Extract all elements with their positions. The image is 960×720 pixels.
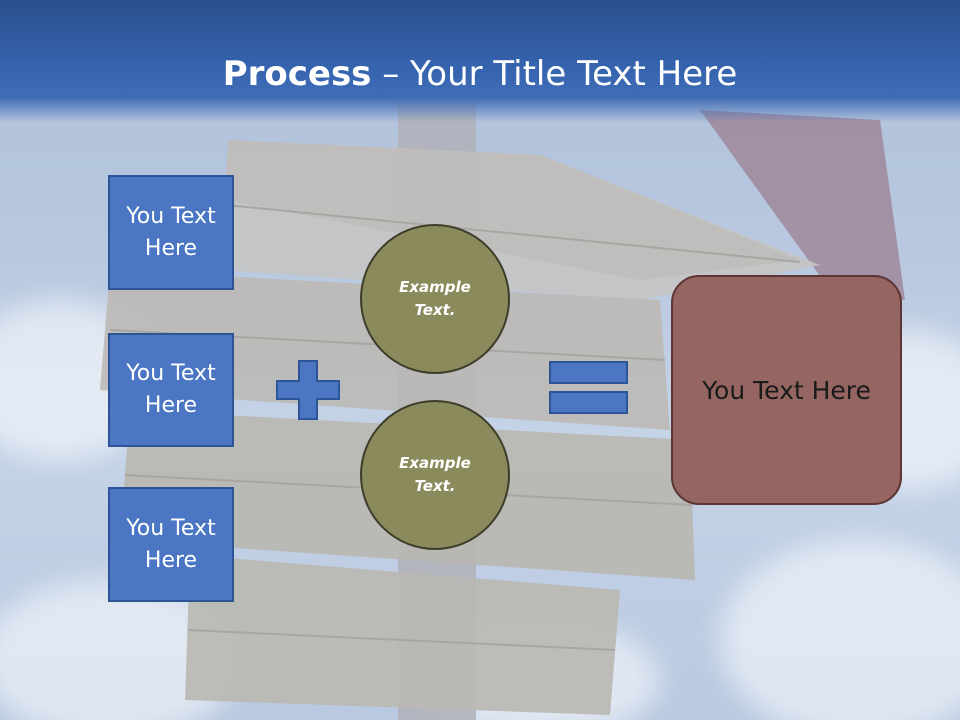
text-box-label: You Text Here [126, 515, 216, 573]
title-rest: – Your Title Text Here [371, 54, 738, 94]
circle-label: Example Text. [399, 454, 471, 495]
example-circle-2[interactable]: Example Text. [360, 400, 510, 550]
text-box-1[interactable]: You Text Here [108, 175, 234, 290]
title-bold: Process [222, 54, 372, 94]
equals-icon[interactable] [549, 361, 629, 415]
plus-icon[interactable] [276, 360, 340, 420]
cloud [720, 540, 960, 720]
title-bar [0, 0, 960, 122]
text-box-label: You Text Here [126, 203, 216, 261]
example-circle-1[interactable]: Example Text. [360, 224, 510, 374]
slide-title[interactable]: Process – Your Title Text Here [0, 50, 960, 98]
text-box-2[interactable]: You Text Here [108, 333, 234, 447]
result-box[interactable]: You Text Here [671, 275, 902, 505]
text-box-label: You Text Here [126, 361, 216, 418]
text-box-3[interactable]: You Text Here [108, 487, 234, 602]
result-label: You Text Here [702, 375, 871, 405]
circle-label: Example Text. [399, 278, 471, 319]
